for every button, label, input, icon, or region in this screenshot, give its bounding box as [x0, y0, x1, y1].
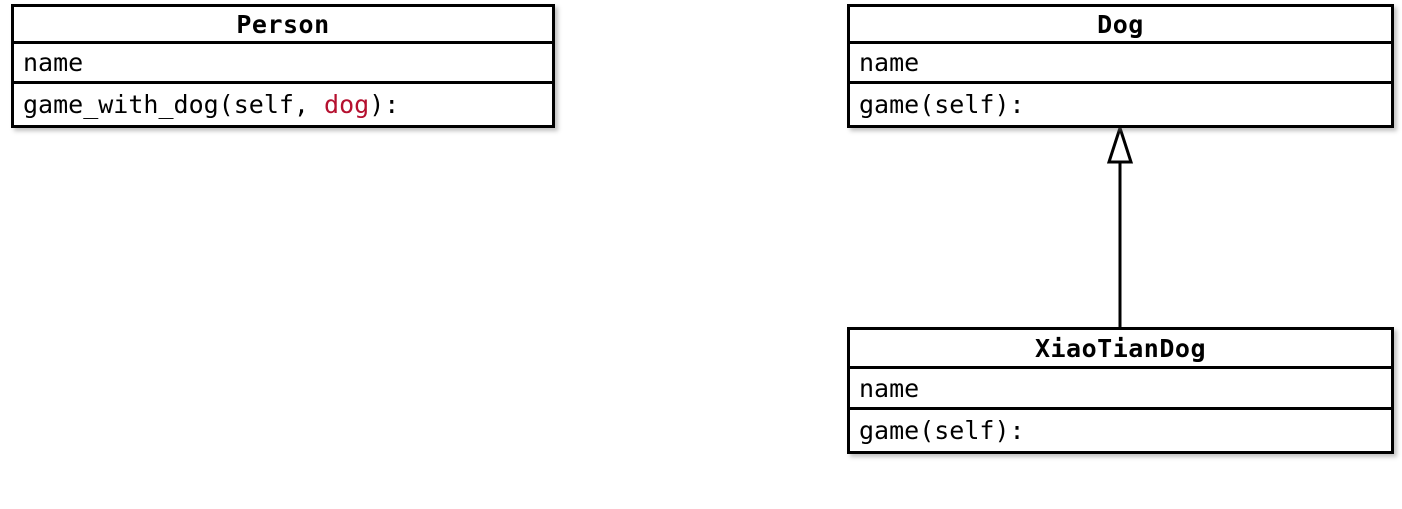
method-signature-prefix: game_with_dog(self, [23, 89, 325, 119]
generalization-arrow-svg [1106, 126, 1134, 331]
method-parameter-dog: dog [324, 89, 370, 119]
class-box-person[interactable]: Person name game_with_dog(self, dog): [11, 4, 555, 128]
class-attribute-person-name: name [14, 44, 552, 84]
class-name-dog: Dog [850, 7, 1391, 44]
class-attribute-dog-name: name [850, 44, 1391, 84]
class-method-dog-game: game(self): [859, 89, 1025, 119]
class-attribute-xiaotiandog-name: name [850, 369, 1391, 410]
class-box-xiaotiandog[interactable]: XiaoTianDog name game(self): [847, 327, 1394, 454]
method-signature-suffix: ): [369, 89, 400, 119]
class-name-person: Person [14, 7, 552, 44]
generalization-arrow-xiaotiandog-to-dog[interactable] [1093, 126, 1147, 331]
class-method-xiaotiandog-game: game(self): [859, 416, 1025, 445]
hollow-triangle-arrowhead-icon [1106, 126, 1134, 164]
class-box-dog[interactable]: Dog name game(self): [847, 4, 1394, 128]
class-name-xiaotiandog: XiaoTianDog [850, 330, 1391, 369]
class-method-person-game-with-dog: game_with_dog(self, dog): [14, 84, 552, 124]
